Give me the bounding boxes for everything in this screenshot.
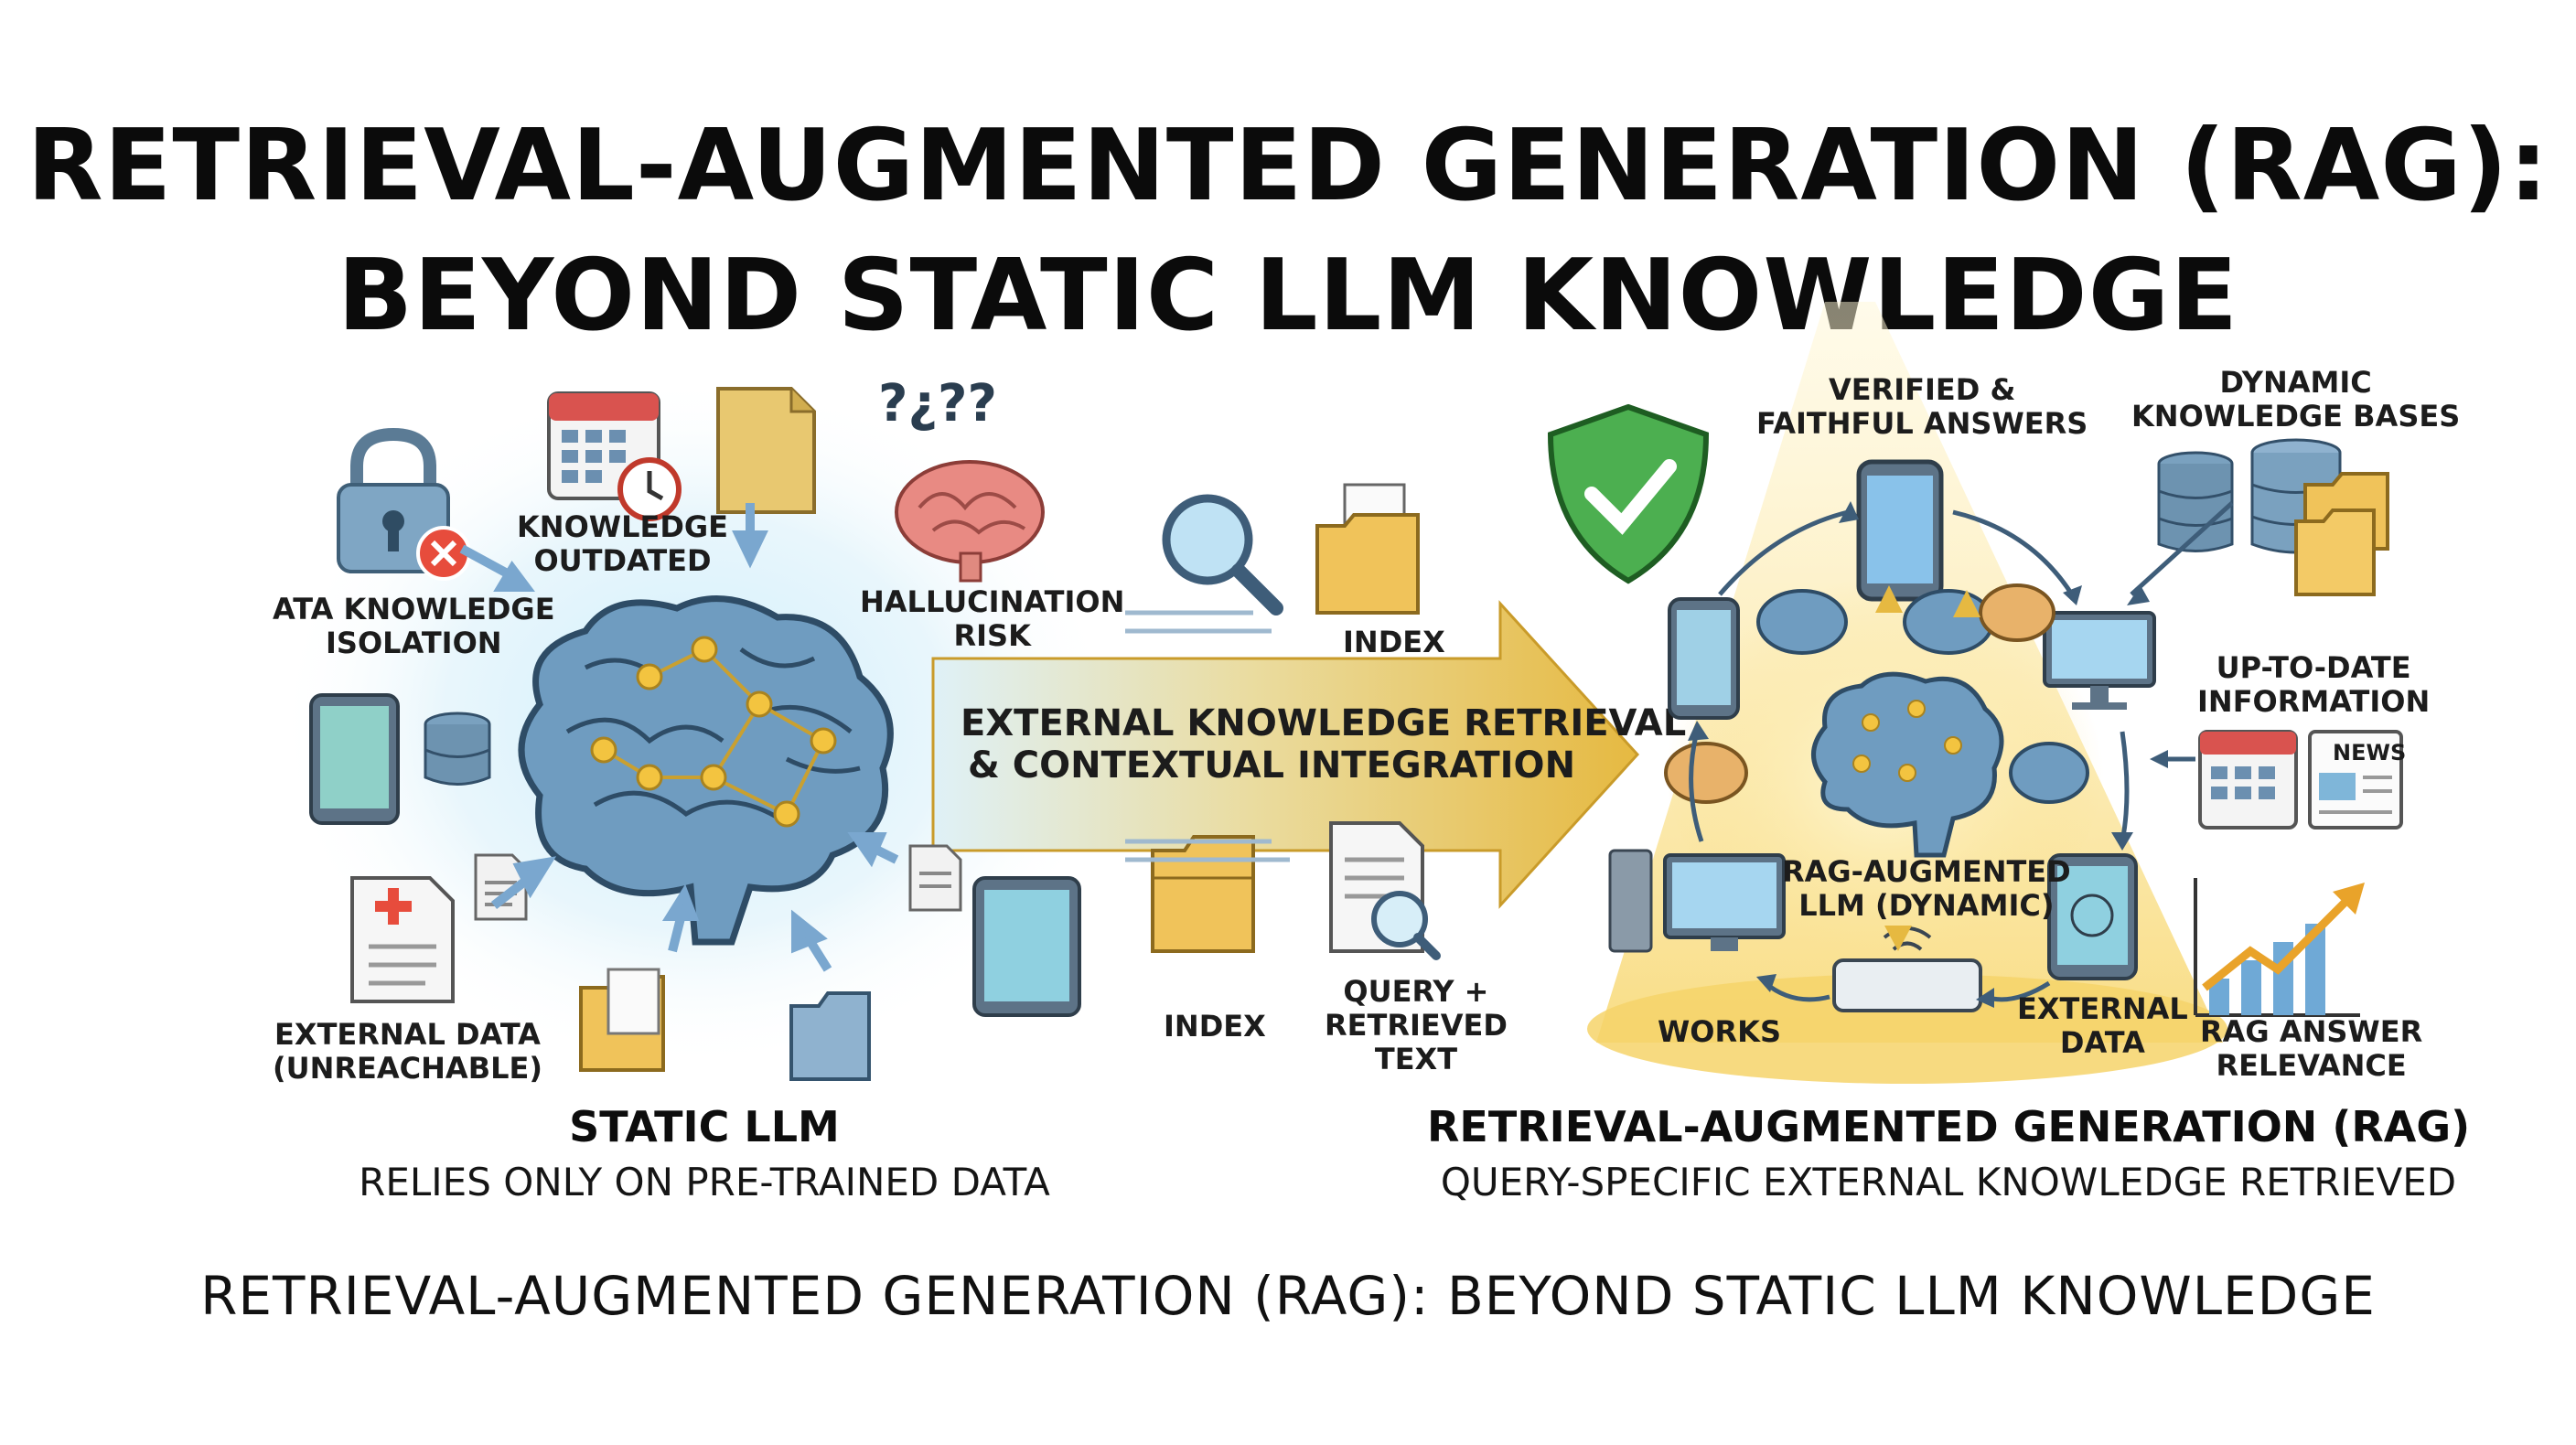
growth-chart-icon xyxy=(2194,878,2365,1017)
tablet-right-icon xyxy=(972,876,1081,1017)
tablet-icon xyxy=(309,693,400,825)
shield-check-icon xyxy=(1547,403,1710,584)
static-llm-subtitle: RELIES ONLY ON PRE-TRAINED DATA xyxy=(359,1160,1050,1204)
index-folder-icon xyxy=(1315,483,1420,615)
external-data-rag-label: EXTERNAL DATA xyxy=(2017,991,2188,1060)
index-folder-icon-2 xyxy=(1151,835,1255,953)
center-label: RAG-AUGMENTED LLM (DYNAMIC) xyxy=(1782,854,2071,923)
query-label: QUERY + RETRIEVED TEXT xyxy=(1325,974,1508,1076)
page-title-line2: BEYOND STATIC LLM KNOWLEDGE xyxy=(337,239,2239,353)
database-icon xyxy=(424,712,491,786)
verified-label: VERIFIED & FAITHFUL ANSWERS xyxy=(1756,372,2088,441)
data-isolation-label: ATA KNOWLEDGE ISOLATION xyxy=(273,592,555,660)
works-label: WORKS xyxy=(1658,1014,1781,1049)
page-title-line1: RETRIEVAL-AUGMENTED GENERATION (RAG): xyxy=(27,109,2549,223)
desktop-computer-icon xyxy=(1608,849,1786,953)
phone-left-icon xyxy=(1668,597,1740,720)
arrow-text: EXTERNAL KNOWLEDGE RETRIEVAL & CONTEXTUA… xyxy=(961,702,1687,787)
news-label: NEWS xyxy=(2333,740,2407,765)
index-top-label: INDEX xyxy=(1343,625,1445,659)
rag-center-arrows xyxy=(1875,585,1980,951)
index-bottom-label: INDEX xyxy=(1164,1009,1266,1044)
static-llm-art xyxy=(309,387,1081,1081)
rag-arrowheads xyxy=(1688,501,2168,1008)
folder-icon-2 xyxy=(789,991,871,1081)
static-arrows xyxy=(459,503,899,972)
router-icon xyxy=(1832,926,1982,1012)
rag-art xyxy=(1547,403,2403,1017)
tablet-globe-icon xyxy=(2047,853,2138,980)
rag-subtitle: QUERY-SPECIFIC EXTERNAL KNOWLEDGE RETRIE… xyxy=(1440,1160,2457,1204)
small-brain-icons xyxy=(1664,583,2089,804)
query-document-icon xyxy=(1329,821,1441,960)
medical-document-icon xyxy=(350,876,455,1003)
smartphone-icon xyxy=(1856,459,1944,602)
up-to-date-label: UP-TO-DATE INFORMATION xyxy=(2197,650,2431,719)
rag-brain-icon xyxy=(1811,671,2004,858)
calendar-right-icon xyxy=(2198,730,2298,830)
static-brain-icon xyxy=(518,595,894,946)
knowledge-outdated-label: KNOWLEDGE OUTDATED xyxy=(517,509,729,578)
kb-folders-icon xyxy=(2294,472,2389,596)
hallucinating-brain-icon xyxy=(895,460,1045,583)
external-data-label: EXTERNAL DATA (UNREACHABLE) xyxy=(273,1017,542,1086)
magnifier-icon xyxy=(1162,494,1283,615)
calendar-icon xyxy=(547,391,682,521)
bridge-arrow xyxy=(931,600,1640,909)
newspaper-icon xyxy=(2308,730,2403,830)
bridge-small-arrows xyxy=(1125,610,1290,862)
rag-title: RETRIEVAL-AUGMENTED GENERATION (RAG) xyxy=(1427,1102,2471,1151)
bottom-caption: RETRIEVAL-AUGMENTED GENERATION (RAG): BE… xyxy=(200,1265,2376,1327)
question-marks: ?¿?? xyxy=(878,374,997,434)
monitor-icon xyxy=(2043,611,2156,710)
folder-icon xyxy=(579,968,665,1072)
bridge-art xyxy=(1125,483,1441,960)
rag-spotlight-floor xyxy=(1587,974,2227,1084)
static-llm-title: STATIC LLM xyxy=(569,1102,840,1151)
hallucination-label: HALLUCINATION RISK xyxy=(860,584,1125,653)
relevance-label: RAG ANSWER RELEVANCE xyxy=(2200,1014,2423,1083)
doc-right-icon xyxy=(908,844,962,912)
old-document-icon xyxy=(716,387,816,514)
padlock-icon xyxy=(337,427,471,581)
dynamic-kb-label: DYNAMIC KNOWLEDGE BASES xyxy=(2131,365,2461,434)
